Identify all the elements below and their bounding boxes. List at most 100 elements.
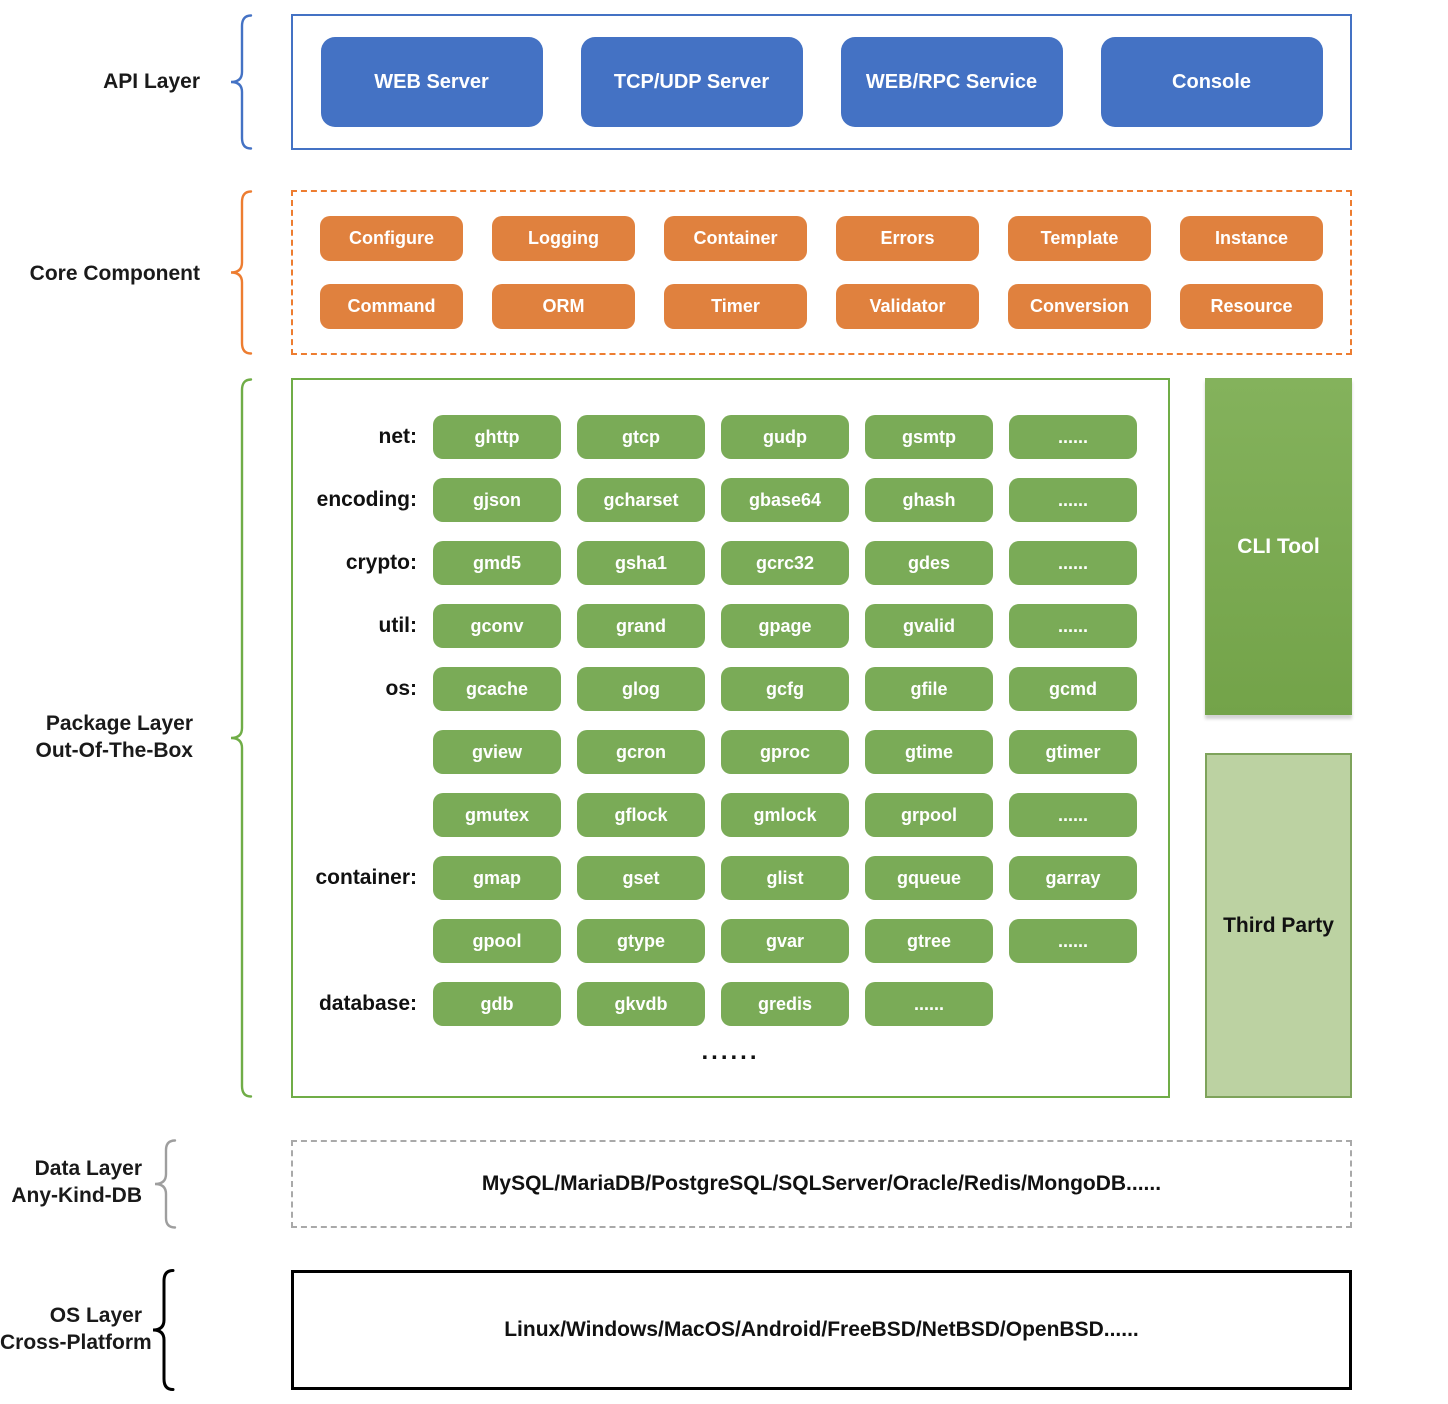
pkg-button-gvar: gvar xyxy=(721,919,849,963)
pkg-button-gcfg: gcfg xyxy=(721,667,849,711)
pkg-button-gcache: gcache xyxy=(433,667,561,711)
os-layer-content: Linux/Windows/MacOS/Android/FreeBSD/NetB… xyxy=(504,1318,1139,1341)
pkg-button-gdb: gdb xyxy=(433,982,561,1026)
core-button-command: Command xyxy=(320,284,463,329)
pkg-button-gsmtp: gsmtp xyxy=(865,415,993,459)
pkg-button-ghash: ghash xyxy=(865,478,993,522)
core-button-orm: ORM xyxy=(492,284,635,329)
pkg-button-util-more: ...... xyxy=(1009,604,1137,648)
pkg-button-gfile: gfile xyxy=(865,667,993,711)
package-layer-label: Package Layer Out-Of-The-Box xyxy=(0,710,193,764)
pkg-button-gtcp: gtcp xyxy=(577,415,705,459)
api-layer-brace xyxy=(230,14,253,150)
core-button-container: Container xyxy=(664,216,807,261)
pkg-group-label-database: database: xyxy=(318,992,417,1015)
pkg-button-gview: gview xyxy=(433,730,561,774)
pkg-button-gproc: gproc xyxy=(721,730,849,774)
pkg-row-crypto: crypto: gmd5 gsha1 gcrc32 gdes ...... xyxy=(293,541,1168,585)
data-layer-brace xyxy=(154,1139,177,1229)
core-button-timer: Timer xyxy=(664,284,807,329)
pkg-row-os-2: gview gcron gproc gtime gtimer xyxy=(293,730,1168,774)
api-button-web-rpc-service: WEB/RPC Service xyxy=(840,37,1063,127)
api-layer-label: API Layer xyxy=(103,70,200,93)
pkg-button-gredis: gredis xyxy=(721,982,849,1026)
pkg-button-os-more: ...... xyxy=(1009,793,1137,837)
pkg-button-encoding-more: ...... xyxy=(1009,478,1137,522)
core-button-configure: Configure xyxy=(320,216,463,261)
core-button-validator: Validator xyxy=(836,284,979,329)
pkg-button-gpage: gpage xyxy=(721,604,849,648)
pkg-button-gvalid: gvalid xyxy=(865,604,993,648)
pkg-row-database: database: gdb gkvdb gredis ...... xyxy=(293,982,1168,1026)
pkg-group-label-container: container: xyxy=(315,866,417,889)
pkg-button-gset: gset xyxy=(577,856,705,900)
core-button-instance: Instance xyxy=(1180,216,1323,261)
api-layer-box: WEB Server TCP/UDP Server WEB/RPC Servic… xyxy=(291,14,1352,150)
pkg-button-gqueue: gqueue xyxy=(865,856,993,900)
pkg-group-label-net: net: xyxy=(378,425,418,448)
pkg-more-ellipsis: ...... xyxy=(701,1038,760,1065)
core-button-conversion: Conversion xyxy=(1008,284,1151,329)
pkg-button-gtimer: gtimer xyxy=(1009,730,1137,774)
pkg-button-gbase64: gbase64 xyxy=(721,478,849,522)
pkg-button-gtree: gtree xyxy=(865,919,993,963)
data-layer-label-line2: Any-Kind-DB xyxy=(11,1184,142,1207)
core-component-label: Core Component xyxy=(29,262,200,285)
pkg-button-gcharset: gcharset xyxy=(577,478,705,522)
pkg-button-container-more: ...... xyxy=(1009,919,1137,963)
pkg-button-gtype: gtype xyxy=(577,919,705,963)
data-layer-label: Data Layer Any-Kind-DB xyxy=(0,1155,142,1209)
pkg-button-glist: glist xyxy=(721,856,849,900)
pkg-group-label-os: os: xyxy=(385,677,418,700)
pkg-button-crypto-more: ...... xyxy=(1009,541,1137,585)
pkg-button-gconv: gconv xyxy=(433,604,561,648)
package-layer-label-line2: Out-Of-The-Box xyxy=(35,739,193,762)
pkg-row-container: container: gmap gset glist gqueue garray xyxy=(293,856,1168,900)
os-layer-brace xyxy=(152,1269,175,1391)
api-button-tcp-udp-server: TCP/UDP Server xyxy=(580,37,803,127)
core-row-1: Configure Logging Container Errors Templ… xyxy=(293,216,1350,261)
pkg-button-gcron: gcron xyxy=(577,730,705,774)
api-button-console: Console xyxy=(1100,37,1323,127)
pkg-row-net: net: ghttp gtcp gudp gsmtp ...... xyxy=(293,415,1168,459)
data-layer-label-line1: Data Layer xyxy=(34,1157,142,1180)
pkg-button-gtime: gtime xyxy=(865,730,993,774)
core-component-brace xyxy=(230,190,253,355)
core-row-2: Command ORM Timer Validator Conversion R… xyxy=(293,284,1350,329)
pkg-row-os-3: gmutex gflock gmlock grpool ...... xyxy=(293,793,1168,837)
pkg-button-ghttp: ghttp xyxy=(433,415,561,459)
pkg-row-os: os: gcache glog gcfg gfile gcmd xyxy=(293,667,1168,711)
pkg-button-grpool: grpool xyxy=(865,793,993,837)
core-button-resource: Resource xyxy=(1180,284,1323,329)
pkg-button-gsha1: gsha1 xyxy=(577,541,705,585)
pkg-row-util: util: gconv grand gpage gvalid ...... xyxy=(293,604,1168,648)
pkg-group-label-util: util: xyxy=(378,614,417,637)
third-party-box: Third Party xyxy=(1205,753,1352,1098)
pkg-button-gcmd: gcmd xyxy=(1009,667,1137,711)
pkg-button-gmlock: gmlock xyxy=(721,793,849,837)
pkg-button-grand: grand xyxy=(577,604,705,648)
os-layer-box: Linux/Windows/MacOS/Android/FreeBSD/NetB… xyxy=(291,1270,1352,1390)
pkg-button-net-more: ...... xyxy=(1009,415,1137,459)
pkg-button-gmd5: gmd5 xyxy=(433,541,561,585)
pkg-button-database-more: ...... xyxy=(865,982,993,1026)
pkg-button-gdes: gdes xyxy=(865,541,993,585)
pkg-button-garray: garray xyxy=(1009,856,1137,900)
package-layer-brace xyxy=(230,378,253,1098)
pkg-group-label-encoding: encoding: xyxy=(316,488,417,511)
pkg-button-gjson: gjson xyxy=(433,478,561,522)
core-component-box: Configure Logging Container Errors Templ… xyxy=(291,190,1352,355)
core-button-errors: Errors xyxy=(836,216,979,261)
os-layer-label-line1: OS Layer xyxy=(49,1304,142,1327)
pkg-row-encoding: encoding: gjson gcharset gbase64 ghash .… xyxy=(293,478,1168,522)
api-button-web-server: WEB Server xyxy=(320,37,543,127)
os-layer-label-line2: Cross-Platform xyxy=(0,1331,152,1354)
pkg-group-label-crypto: crypto: xyxy=(345,551,417,574)
pkg-button-gpool: gpool xyxy=(433,919,561,963)
cli-tool-box: CLI Tool xyxy=(1205,378,1352,715)
core-button-template: Template xyxy=(1008,216,1151,261)
os-layer-label: OS Layer Cross-Platform xyxy=(0,1302,152,1356)
data-layer-box: MySQL/MariaDB/PostgreSQL/SQLServer/Oracl… xyxy=(291,1140,1352,1228)
package-layer-label-line1: Package Layer xyxy=(45,712,193,735)
